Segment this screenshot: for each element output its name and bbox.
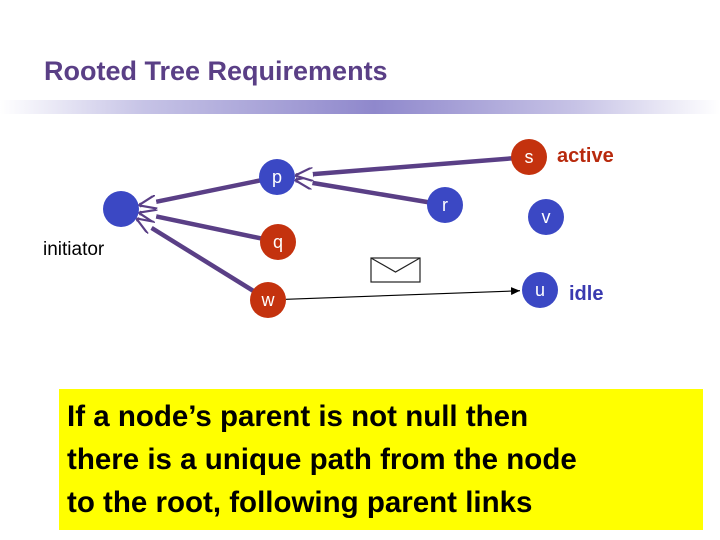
- message-arrow-w-to-u: [285, 287, 521, 300]
- initiator-label: initiator: [43, 239, 105, 260]
- active-label: active: [557, 145, 614, 167]
- parent-links: [137, 156, 514, 294]
- node-u-label: u: [535, 280, 545, 300]
- title-divider: [0, 100, 720, 114]
- node-p: p: [259, 159, 295, 195]
- slide-title: Rooted Tree Requirements: [44, 56, 388, 86]
- node-p-circle: [259, 159, 295, 195]
- callout-line-2: there is a unique path from the node: [67, 443, 577, 476]
- node-s-label: s: [525, 147, 534, 167]
- envelope-icon: [370, 257, 421, 283]
- node-r: r: [427, 187, 463, 223]
- statement-callout: If a node’s parent is not null then ther…: [59, 389, 703, 530]
- node-root-circle: [103, 191, 139, 227]
- node-v: v: [528, 199, 564, 235]
- node-r-circle: [427, 187, 463, 223]
- parent-link-p-to-root: [140, 178, 262, 205]
- node-root: [103, 191, 139, 227]
- callout-line-3: to the root, following parent links: [67, 486, 533, 519]
- node-s-circle: [511, 139, 547, 175]
- annotations: initiator active idle: [43, 145, 614, 305]
- node-u: u: [522, 272, 558, 308]
- node-w: w: [250, 282, 286, 318]
- idle-label: idle: [569, 283, 603, 305]
- message-layer: [285, 257, 521, 300]
- node-q: q: [260, 224, 296, 260]
- node-q-circle: [260, 224, 296, 260]
- node-s: s: [511, 139, 547, 175]
- parent-link-w-to-root: [137, 219, 256, 294]
- nodes: p q w r s v u: [103, 139, 564, 318]
- parent-link-r-to-p: [296, 180, 430, 205]
- node-w-circle: [250, 282, 286, 318]
- node-q-label: q: [273, 232, 283, 252]
- node-v-circle: [528, 199, 564, 235]
- node-r-label: r: [442, 195, 448, 215]
- node-w-label: w: [261, 290, 276, 310]
- node-p-label: p: [272, 167, 282, 187]
- callout-line-1: If a node’s parent is not null then: [67, 400, 529, 433]
- node-u-circle: [522, 272, 558, 308]
- parent-link-q-to-root: [140, 213, 263, 241]
- rooted-tree-diagram: p q w r s v u initiator active idle: [43, 139, 614, 318]
- parent-link-s-to-p: [296, 156, 514, 175]
- node-v-label: v: [542, 207, 551, 227]
